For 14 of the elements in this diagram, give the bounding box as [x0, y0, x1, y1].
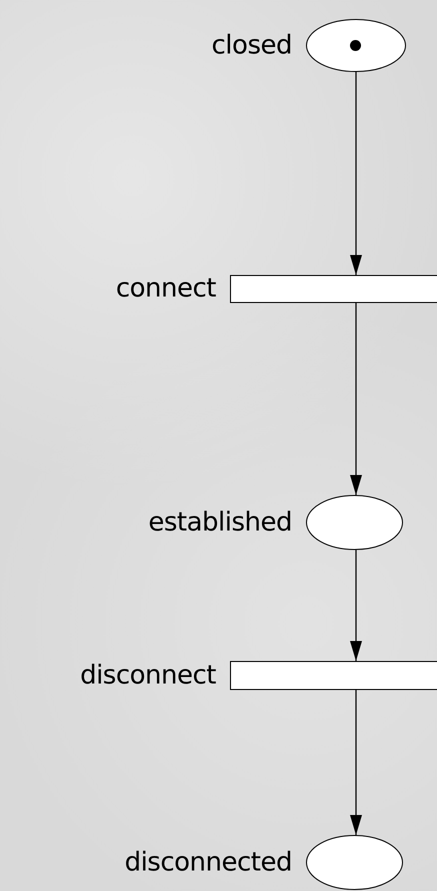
place-ellipse — [306, 495, 403, 550]
place-ellipse — [306, 19, 406, 72]
arrow — [350, 690, 362, 835]
place-label: established — [148, 508, 292, 537]
place-ellipse — [306, 835, 403, 890]
place-label: connect — [116, 274, 216, 304]
place-label: disconnected — [124, 848, 292, 877]
arrow — [350, 72, 362, 275]
transition-bar — [230, 275, 437, 303]
arrow — [350, 303, 362, 495]
transition-bar — [230, 661, 437, 690]
place-label: disconnect — [80, 661, 216, 690]
arrow — [350, 550, 362, 661]
place-label: closed — [212, 31, 292, 60]
